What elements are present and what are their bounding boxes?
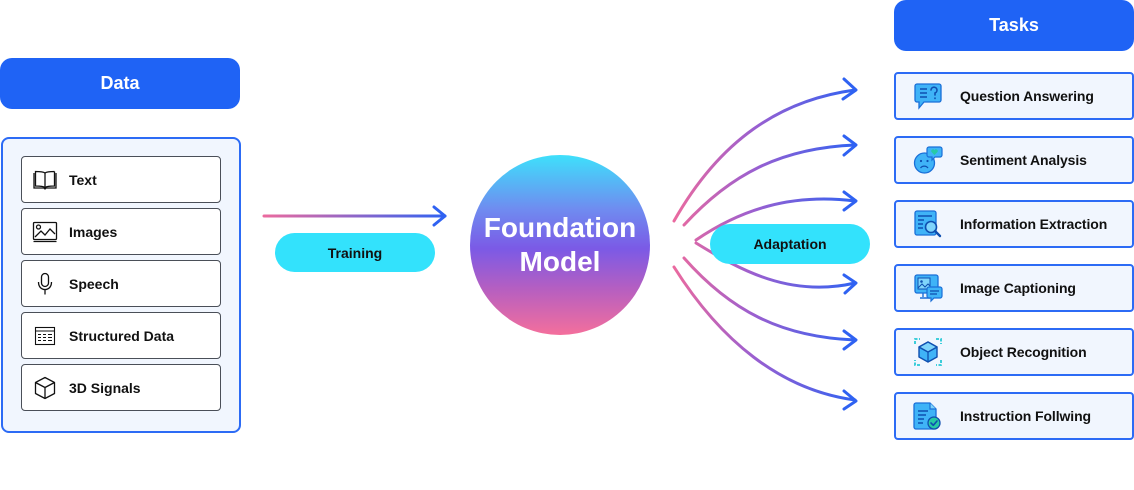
data-item-label: Structured Data bbox=[69, 327, 175, 344]
data-panel: Text Images Speech bbox=[1, 137, 241, 433]
data-header: Data bbox=[0, 58, 240, 109]
tasks-title: Tasks bbox=[989, 15, 1039, 35]
data-item-images: Images bbox=[21, 208, 221, 255]
training-arrow bbox=[262, 205, 447, 227]
task-label: Information Extraction bbox=[960, 216, 1108, 232]
adaptation-arrow-object-recognition bbox=[682, 256, 857, 342]
data-item-structured-data: Structured Data bbox=[21, 312, 221, 359]
task-label: Sentiment Analysis bbox=[960, 152, 1087, 168]
task-question-answering: Question Answering bbox=[894, 72, 1134, 120]
image-icon bbox=[31, 218, 59, 246]
task-information-extraction: Information Extraction bbox=[894, 200, 1134, 248]
task-label: Image Captioning bbox=[960, 280, 1076, 296]
data-item-label: 3D Signals bbox=[69, 379, 141, 396]
table-icon bbox=[31, 322, 59, 350]
data-item-3d-signals: 3D Signals bbox=[21, 364, 221, 411]
cube-icon bbox=[31, 374, 59, 402]
image-caption-icon bbox=[912, 272, 944, 304]
tasks-header: Tasks bbox=[894, 0, 1134, 51]
data-item-text: Text bbox=[21, 156, 221, 203]
training-text: Training bbox=[327, 244, 383, 261]
task-label: Object Recognition bbox=[960, 344, 1087, 360]
question-chat-icon bbox=[912, 80, 944, 112]
data-item-label: Images bbox=[69, 223, 118, 240]
microphone-icon bbox=[31, 270, 59, 298]
task-label: Question Answering bbox=[960, 88, 1094, 104]
adaptation-label: Adaptation bbox=[710, 224, 870, 264]
task-image-captioning: Image Captioning bbox=[894, 264, 1134, 312]
model-title-line2: Model bbox=[519, 246, 601, 277]
adaptation-arrow-information-extraction bbox=[694, 197, 857, 242]
data-item-speech: Speech bbox=[21, 260, 221, 307]
data-item-label: Speech bbox=[69, 275, 119, 292]
adaptation-text: Adaptation bbox=[753, 236, 827, 252]
document-search-icon bbox=[912, 208, 944, 240]
task-object-recognition: Object Recognition bbox=[894, 328, 1134, 376]
data-item-label: Text bbox=[69, 171, 97, 188]
book-icon bbox=[31, 166, 59, 194]
model-title-line1: Foundation bbox=[483, 212, 637, 243]
adaptation-arrow-question-answering bbox=[672, 88, 857, 223]
adaptation-arrow-instruction-following bbox=[672, 265, 857, 402]
foundation-model-circle: Foundation Model bbox=[470, 155, 650, 335]
document-check-icon bbox=[912, 400, 944, 432]
task-instruction-following: Instruction Follwing bbox=[894, 392, 1134, 440]
data-title: Data bbox=[100, 73, 140, 93]
adaptation-arrow-sentiment-analysis bbox=[682, 143, 857, 227]
sentiment-face-icon bbox=[912, 144, 944, 176]
task-label: Instruction Follwing bbox=[960, 408, 1091, 424]
object-cube-icon bbox=[912, 336, 944, 368]
training-label: Training bbox=[275, 233, 435, 272]
task-sentiment-analysis: Sentiment Analysis bbox=[894, 136, 1134, 184]
